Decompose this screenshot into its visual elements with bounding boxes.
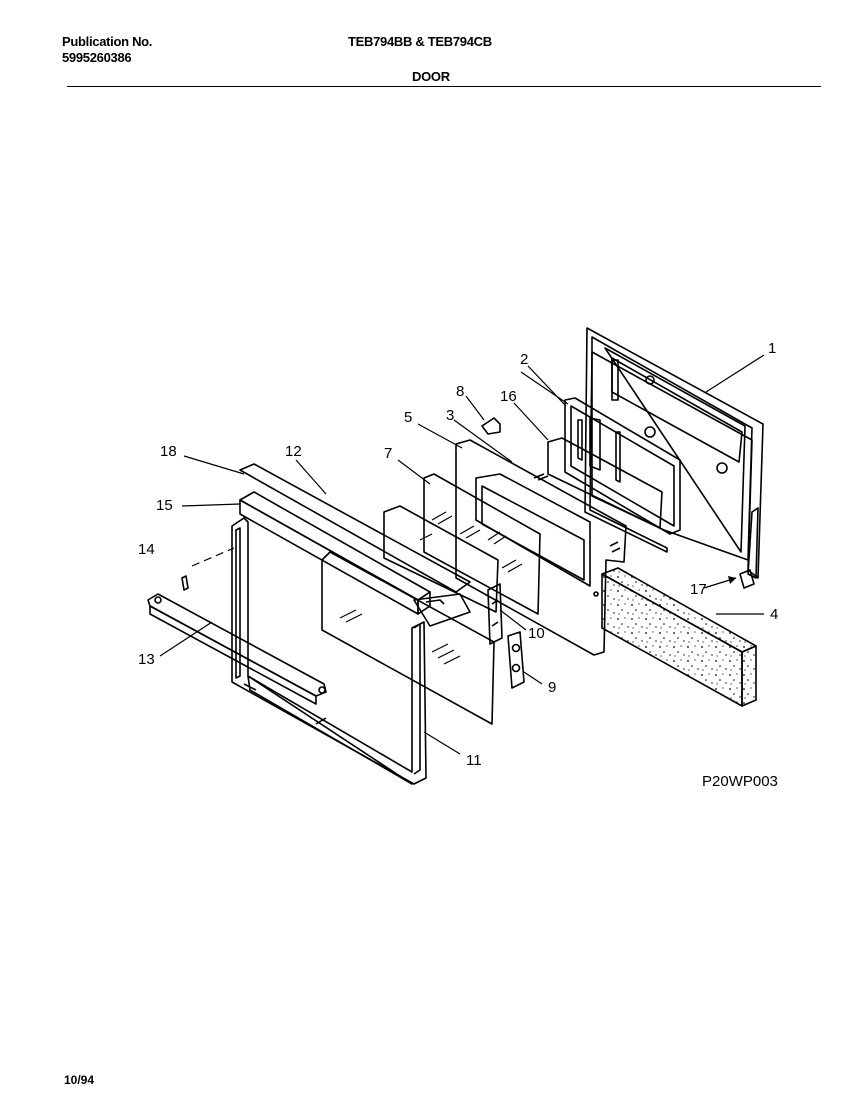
part-2-window-frame	[564, 397, 681, 535]
callout-8: 8	[456, 383, 464, 400]
part-11-outer-frame	[231, 517, 427, 785]
callout-15: 15	[156, 497, 173, 514]
callout-17: 17	[690, 581, 707, 598]
callout-5: 5	[404, 409, 412, 426]
part-1-inner-door-panel	[584, 327, 764, 579]
callout-9: 9	[548, 679, 556, 696]
part-10-bracket	[487, 583, 503, 645]
section-title: DOOR	[412, 69, 450, 84]
header-rule	[67, 86, 821, 87]
callout-7: 7	[384, 445, 392, 462]
revision-date: 10/94	[64, 1073, 95, 1087]
glass-hatch-marks	[339, 511, 523, 665]
callout-18: 18	[160, 443, 177, 460]
part-18-top-trim	[239, 463, 471, 593]
part-13-handle-bar	[147, 593, 327, 705]
part-3-5-inner-shield	[455, 439, 627, 656]
part-4-insulation	[601, 567, 757, 707]
callout-1: 1	[768, 340, 776, 357]
leader-lines	[159, 354, 765, 755]
publication-label: Publication No.	[62, 34, 153, 49]
part-15-handle-trim	[239, 491, 471, 627]
part-7-inner-glass	[423, 473, 541, 615]
publication-number: 5995260386	[62, 50, 132, 65]
callout-labels: 1 2 3 4 5 7 8 9 10 11 12 13 14 15 16 17 …	[138, 340, 778, 769]
callout-12: 12	[285, 443, 302, 460]
part-14-screw	[181, 575, 189, 591]
part-8-clip	[481, 417, 501, 435]
model-numbers: TEB794BB & TEB794CB	[348, 34, 492, 49]
part-9-hinge	[507, 631, 525, 689]
callout-4: 4	[770, 606, 778, 623]
part-17-bumper	[739, 569, 755, 589]
callout-13: 13	[138, 651, 155, 668]
callout-2: 2	[520, 351, 528, 368]
callout-3: 3	[446, 407, 454, 424]
part-16-sheet	[547, 437, 663, 529]
callout-11: 11	[466, 752, 482, 769]
diagram-code: P20WP003	[702, 773, 778, 790]
callout-16: 16	[500, 388, 517, 405]
callout-10: 10	[528, 625, 545, 642]
callout-14: 14	[138, 541, 155, 558]
part-12-glass	[321, 505, 499, 725]
